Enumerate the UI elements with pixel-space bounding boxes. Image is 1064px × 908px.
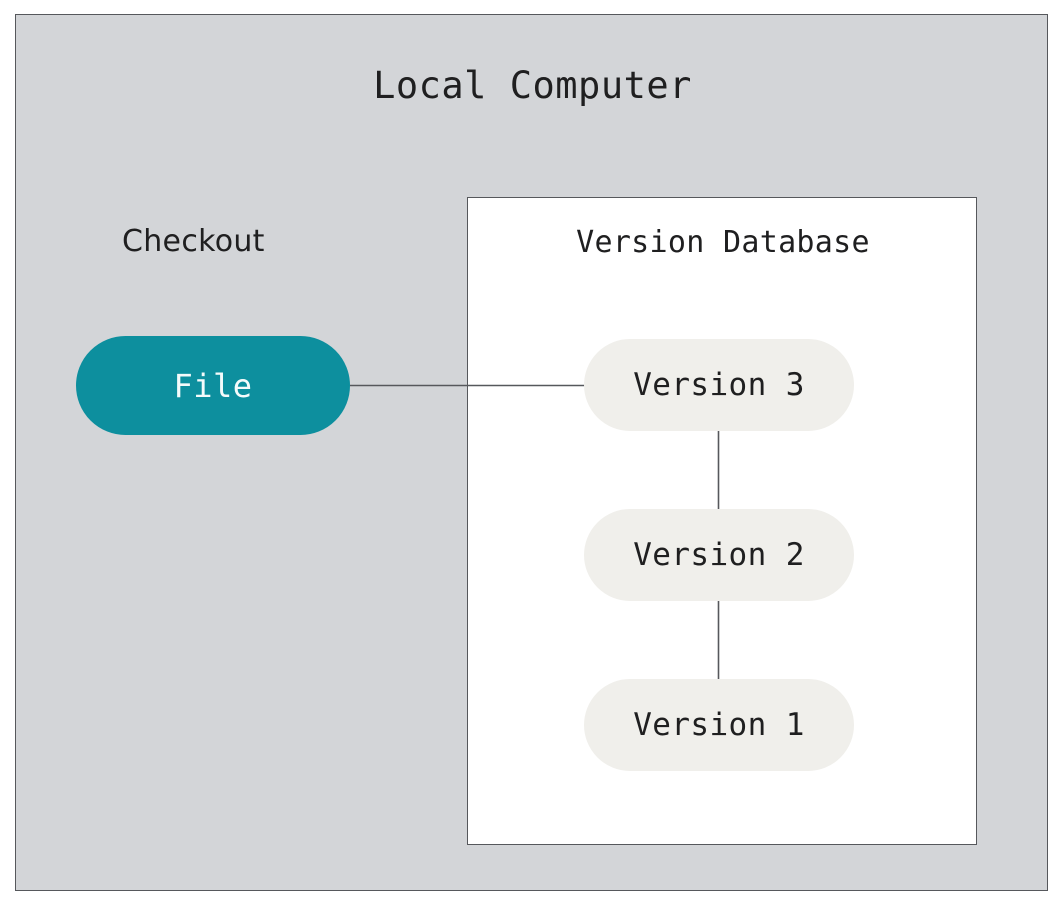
node-version-2[interactable]: Version 2	[584, 509, 854, 601]
node-version-3[interactable]: Version 3	[584, 339, 854, 431]
checkout-group-label: Checkout	[122, 224, 265, 259]
cluster-version-database-title: Version Database	[576, 225, 870, 260]
node-file[interactable]: File	[76, 336, 350, 435]
node-version-1[interactable]: Version 1	[584, 679, 854, 771]
cluster-local-computer-title: Local Computer	[373, 64, 692, 107]
